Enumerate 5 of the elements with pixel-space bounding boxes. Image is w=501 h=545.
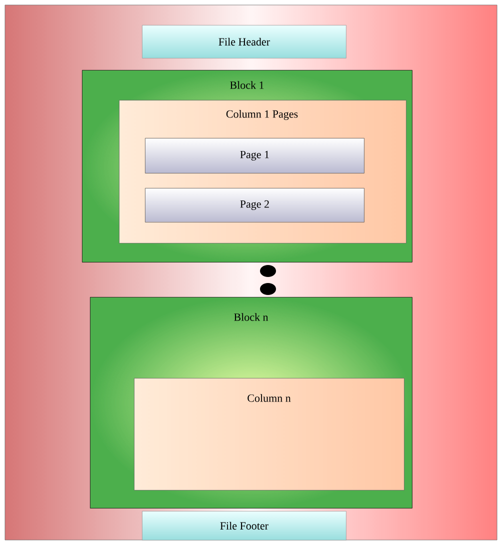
header-band: File Footer	[142, 511, 346, 540]
page-box: Page 1	[145, 138, 364, 174]
page-box: Page 2	[145, 188, 364, 222]
column-box: Column n	[134, 378, 404, 490]
header-band: File Header	[142, 25, 346, 58]
